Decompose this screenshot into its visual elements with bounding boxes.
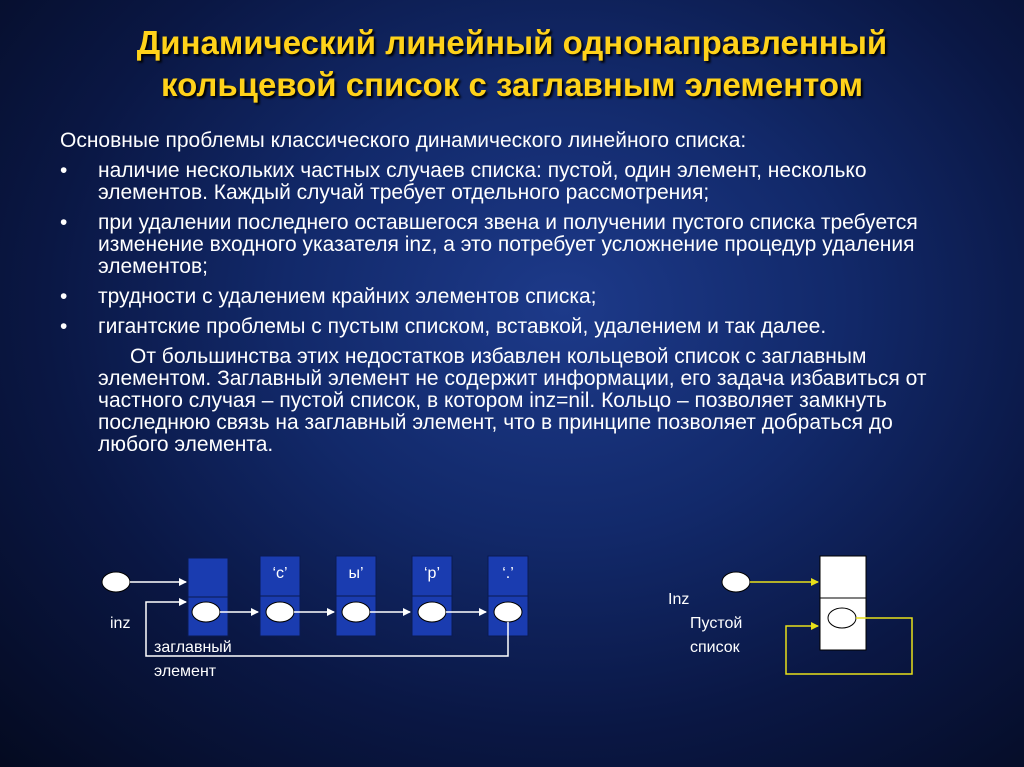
node-link — [417, 601, 447, 623]
slide-body: Основные проблемы классического динамиче… — [60, 130, 940, 456]
node-value: ‘р’ — [424, 565, 440, 582]
bullet-text: при удалении последнего оставшегося звен… — [98, 211, 918, 278]
circular-list-diagram: inz ‘с’ ы’ ‘ — [101, 555, 529, 680]
list-item: • трудности с удалением крайних элементов… — [60, 286, 940, 308]
list-node-1: ‘с’ — [259, 555, 301, 637]
node-value: ‘.’ — [502, 565, 514, 582]
problem-list: • наличие нескольких частных случаев спис… — [60, 160, 940, 338]
slide-title: Динамический линейный однонаправленный к… — [30, 22, 994, 106]
empty-list-diagram: Inz Пустой список — [668, 555, 913, 675]
bullet-icon: • — [60, 211, 68, 234]
bullet-text: наличие нескольких частных случаев списк… — [98, 159, 867, 204]
list-item: • наличие нескольких частных случаев спис… — [60, 160, 940, 204]
header-link-node — [191, 601, 221, 623]
bullet-icon: • — [60, 285, 68, 308]
bullet-icon: • — [60, 159, 68, 182]
node-value: ‘с’ — [272, 565, 287, 582]
header-label-line-2: элемент — [154, 663, 217, 680]
node-link — [265, 601, 295, 623]
header-node — [187, 557, 229, 637]
list-node-2: ы’ — [335, 555, 377, 637]
caption-line-2: список — [690, 639, 741, 656]
node-value: ы’ — [348, 565, 363, 582]
list-diagram: inz ‘с’ ы’ ‘ — [101, 555, 913, 680]
list-item: • гигантские проблемы с пустым списком, в… — [60, 316, 940, 338]
title-line-2: кольцевой список с заглавным элементом — [160, 66, 863, 103]
header-link-node — [827, 607, 857, 629]
inz-label: Inz — [668, 591, 689, 608]
inz-pointer-node — [101, 571, 131, 593]
bullet-text: гигантские проблемы с пустым списком, вс… — [98, 315, 827, 338]
list-node-3: ‘р’ — [411, 555, 453, 637]
inz-label: inz — [110, 615, 130, 632]
header-label-line-1: заглавный — [154, 639, 232, 656]
inz-pointer-node — [721, 571, 751, 593]
conclusion-paragraph: От большинства этих недостатков избавлен… — [98, 345, 927, 456]
ring-arrow — [145, 598, 509, 657]
node-link — [341, 601, 371, 623]
caption-line-1: Пустой — [690, 615, 742, 632]
intro-text: Основные проблемы классического динамиче… — [60, 129, 747, 152]
self-ring-arrow — [785, 617, 913, 675]
bullet-icon: • — [60, 315, 68, 338]
title-line-1: Динамический линейный однонаправленный — [136, 24, 888, 61]
list-item: • при удалении последнего оставшегося зве… — [60, 212, 940, 278]
header-node — [819, 555, 867, 651]
node-link — [493, 601, 523, 623]
bullet-text: трудности с удалением крайних элементов … — [98, 285, 597, 308]
